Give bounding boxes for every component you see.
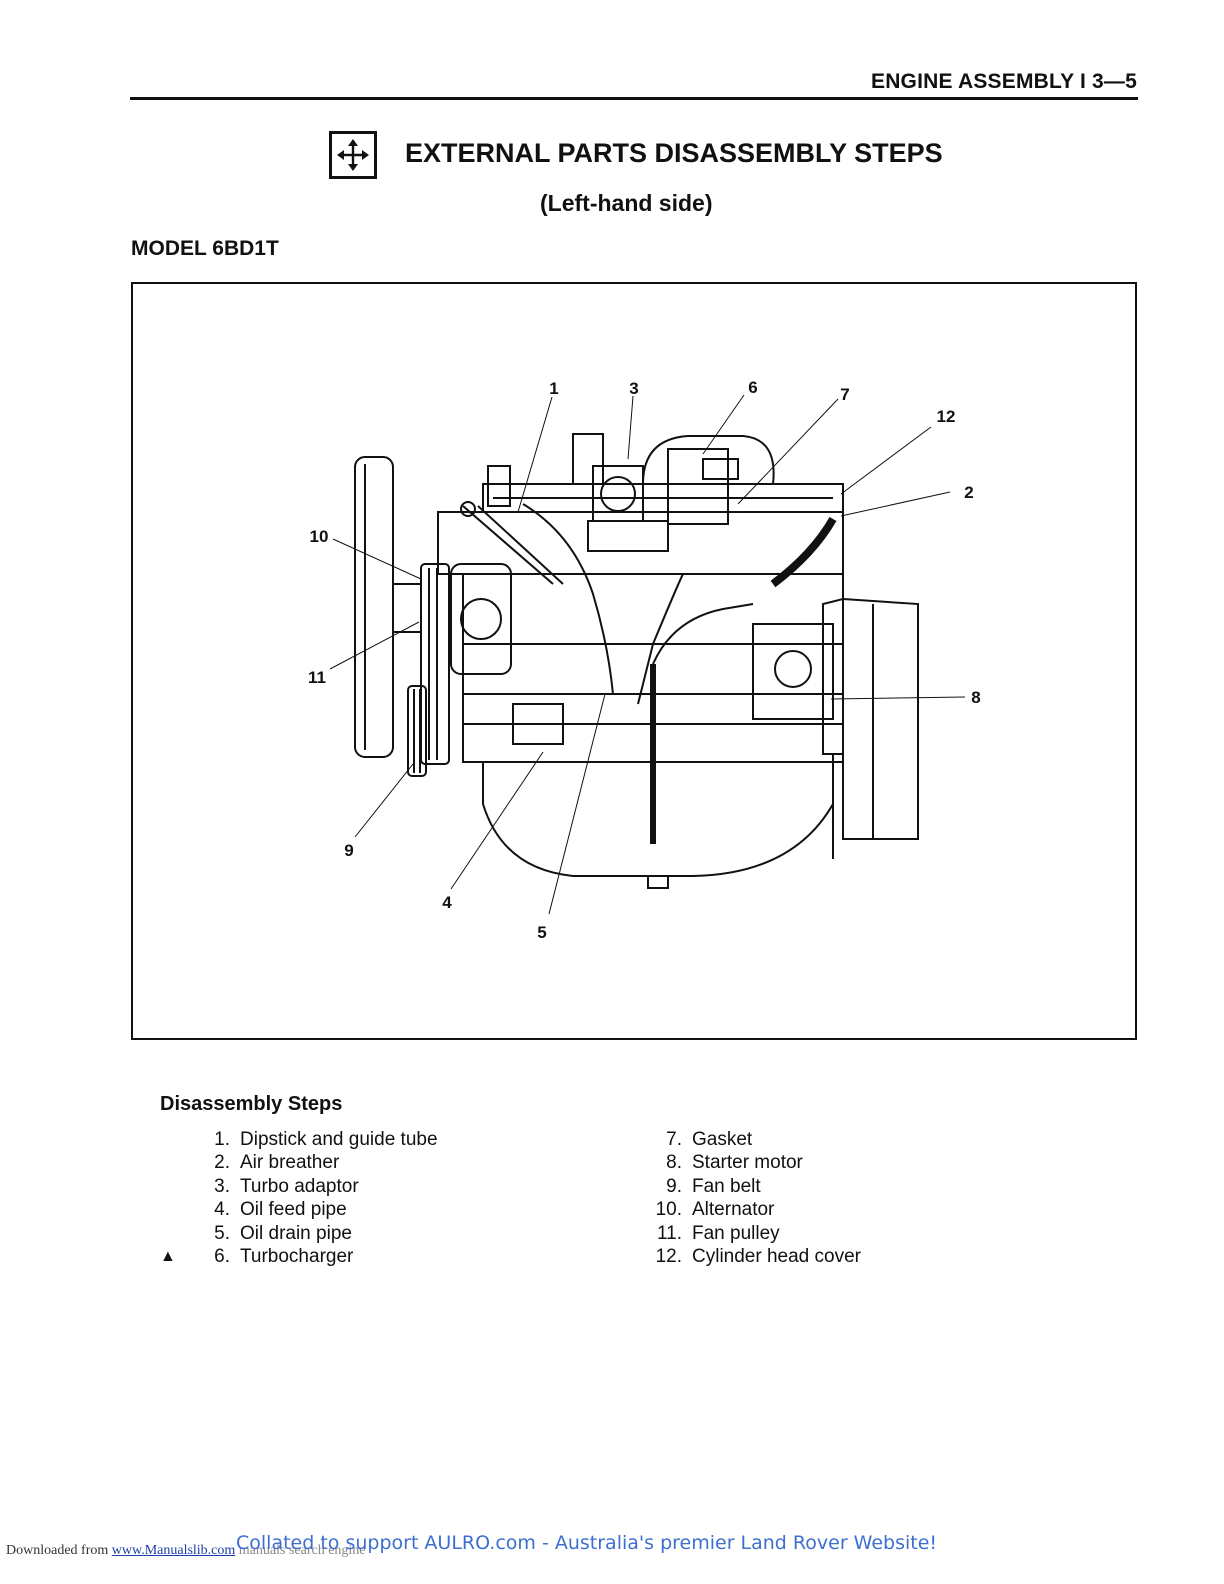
header-rule	[130, 97, 1138, 100]
footer-suffix: manuals search engine	[235, 1543, 366, 1558]
step-label: Oil drain pipe	[240, 1222, 352, 1244]
step-item: ▲ 6. Turbocharger	[160, 1246, 438, 1270]
step-label: Turbo adaptor	[240, 1175, 359, 1197]
disassembly-arrows-icon	[329, 131, 377, 179]
step-item: 5. Oil drain pipe	[160, 1222, 438, 1246]
step-label: Turbocharger	[240, 1246, 354, 1268]
footer-collated-note: Collated to support AULRO.com - Australi…	[236, 1532, 938, 1554]
callout-3: 3	[629, 379, 638, 398]
step-label: Starter motor	[692, 1152, 803, 1174]
callout-6: 6	[748, 378, 757, 397]
step-item: 10. Alternator	[640, 1199, 861, 1223]
header-title: ENGINE ASSEMBLY I 3—5	[870, 70, 1137, 93]
step-number: 8.	[666, 1152, 682, 1174]
callout-1: 1	[549, 379, 558, 398]
step-item: 2. Air breather	[160, 1152, 438, 1176]
callout-5: 5	[537, 923, 546, 942]
step-number: 12.	[655, 1246, 682, 1268]
steps-list-left: 1. Dipstick and guide tube 2. Air breather…	[160, 1128, 438, 1269]
step-item: 7. Gasket	[640, 1128, 861, 1152]
callout-9: 9	[344, 841, 353, 860]
steps-list-right: 7. Gasket 8. Starter motor 9. Fan belt 10. A…	[640, 1128, 861, 1269]
step-number: 1.	[214, 1128, 230, 1150]
step-number: 3.	[214, 1175, 230, 1197]
step-number: 6.	[214, 1246, 230, 1268]
step-item: 8. Starter motor	[640, 1152, 861, 1176]
step-label: Dipstick and guide tube	[240, 1128, 438, 1150]
step-label: Alternator	[692, 1199, 775, 1221]
footer-source: Downloaded from www.Manualslib.com manua…	[6, 1543, 366, 1559]
step-number: 5.	[214, 1222, 230, 1244]
callout-12: 12	[937, 407, 956, 426]
steps-heading: Disassembly Steps	[160, 1093, 343, 1115]
step-item: 11. Fan pulley	[640, 1222, 861, 1246]
engine-drawing: 1 3 6 7 12 2 10 11 8 9 4 5	[308, 378, 981, 942]
callout-4: 4	[442, 893, 452, 912]
model-label: MODEL 6BD1T	[131, 237, 279, 260]
callout-8: 8	[971, 688, 980, 707]
step-item: 4. Oil feed pipe	[160, 1199, 438, 1223]
step-number: 2.	[214, 1152, 230, 1174]
page-title: EXTERNAL PARTS DISASSEMBLY STEPS	[405, 138, 943, 168]
step-item: 12. Cylinder head cover	[640, 1246, 861, 1270]
step-number: 9.	[666, 1175, 682, 1197]
callout-10: 10	[310, 527, 329, 546]
engine-diagram: 1 3 6 7 12 2 10 11 8 9 4 5	[131, 282, 1137, 1040]
footer-prefix: Downloaded from	[6, 1543, 112, 1558]
step-number: 10.	[655, 1199, 682, 1221]
step-label: Fan belt	[692, 1175, 761, 1197]
step-item: 3. Turbo adaptor	[160, 1175, 438, 1199]
step-item: 1. Dipstick and guide tube	[160, 1128, 438, 1152]
callout-11: 11	[308, 668, 326, 687]
step-label: Gasket	[692, 1128, 753, 1150]
step-item: 9. Fan belt	[640, 1175, 861, 1199]
step-number: 4.	[214, 1199, 230, 1221]
callout-2: 2	[964, 483, 973, 502]
step-number: 7.	[666, 1128, 682, 1150]
step-label: Oil feed pipe	[240, 1199, 347, 1221]
callout-7: 7	[840, 385, 849, 404]
manualslib-link[interactable]: www.Manualslib.com	[111, 1543, 236, 1558]
step-label: Air breather	[240, 1152, 340, 1174]
triangle-mark-icon: ▲	[160, 1248, 176, 1266]
step-number: 11.	[656, 1222, 682, 1244]
step-label: Fan pulley	[692, 1222, 780, 1244]
step-label: Cylinder head cover	[692, 1246, 861, 1268]
page-subtitle: (Left-hand side)	[540, 190, 713, 216]
